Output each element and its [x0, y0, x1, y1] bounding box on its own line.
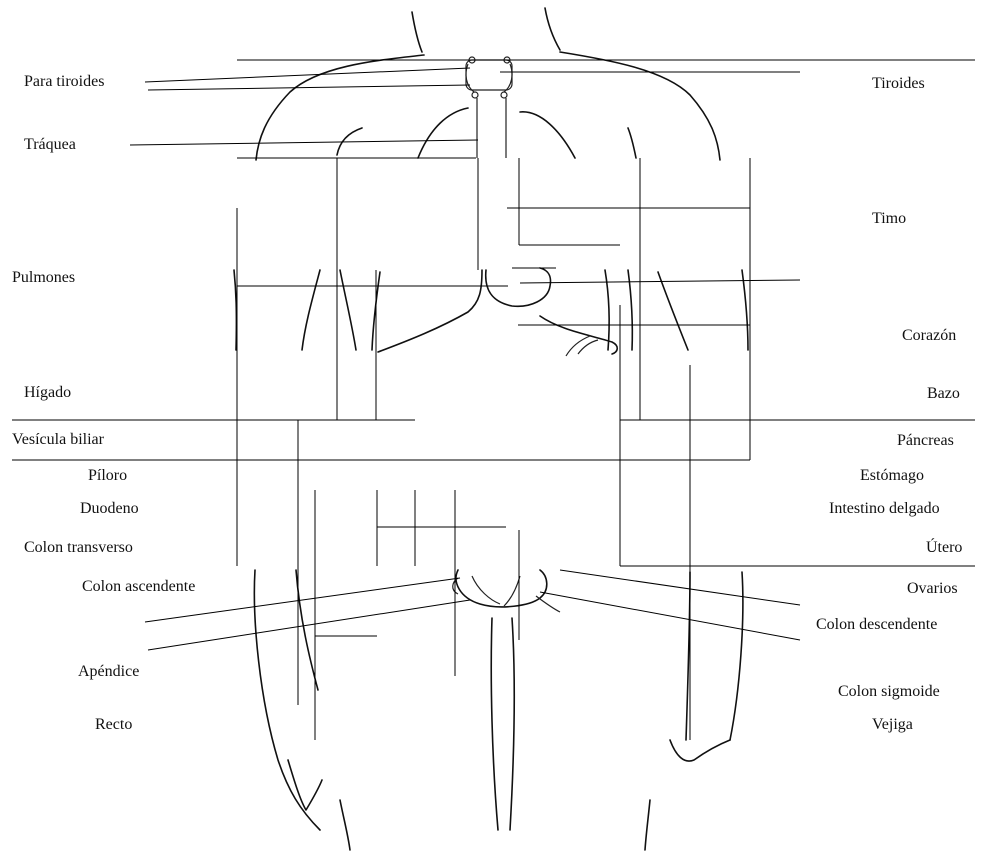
left-lung-top	[418, 108, 468, 158]
right-arm-mid	[742, 270, 748, 350]
label-apendice: Apéndice	[78, 663, 139, 681]
bottom-left-foot	[340, 800, 350, 850]
label-timo: Timo	[872, 210, 906, 228]
label-piloro: Píloro	[88, 467, 127, 485]
label-pancreas: Páncreas	[897, 432, 954, 450]
left-leg-outer	[254, 570, 320, 830]
right-torso-mid-3	[658, 272, 688, 350]
thyroid-shape	[466, 60, 512, 90]
right-chest-curve	[628, 128, 636, 158]
label-bazo: Bazo	[927, 385, 960, 403]
right-lung-top	[520, 112, 575, 158]
label-ovarios: Ovarios	[907, 580, 958, 598]
label-traquea: Tráquea	[24, 136, 76, 154]
neck-left-outline	[412, 12, 422, 52]
left-torso-mid-2	[340, 270, 356, 350]
label-tiroides: Tiroides	[872, 75, 925, 93]
heart-lower	[540, 316, 617, 354]
label-pulmones: Pulmones	[12, 269, 75, 287]
parathyroid-dot-3	[472, 92, 478, 98]
uterus-inner	[472, 576, 520, 606]
center-leg-right	[510, 618, 514, 830]
label-colon-transverso: Colon transverso	[24, 539, 133, 557]
label-colon-ascendente: Colon ascendente	[82, 578, 195, 596]
leader-lines	[12, 60, 975, 740]
right-leg-inner	[686, 572, 690, 740]
left-hand	[288, 760, 322, 810]
label-utero: Útero	[926, 539, 962, 557]
label-recto: Recto	[95, 716, 132, 734]
center-leg-left	[491, 618, 498, 830]
label-vejiga: Vejiga	[872, 716, 913, 734]
label-vesicula-biliar: Vesícula biliar	[12, 431, 104, 449]
parathyroid-dot-4	[501, 92, 507, 98]
label-colon-descendente: Colon descendente	[816, 616, 937, 634]
heart-vessels	[566, 336, 598, 356]
label-higado: Hígado	[24, 384, 71, 402]
label-intestino-delgado: Intestino delgado	[829, 500, 940, 518]
uterus-outline	[456, 570, 547, 607]
heart-outline	[486, 268, 551, 306]
label-estomago: Estómago	[860, 467, 924, 485]
bottom-right-foot	[645, 800, 650, 850]
left-arm-mid	[234, 270, 236, 350]
diaphragm-left	[378, 270, 482, 352]
ovary-right	[536, 596, 560, 612]
right-shoulder-arm-outline	[560, 52, 720, 160]
right-leg-outer	[730, 572, 743, 740]
neck-right-outline	[545, 8, 560, 50]
label-para-tiroides: Para tiroides	[24, 73, 104, 91]
right-hand	[670, 740, 730, 761]
label-colon-sigmoide: Colon sigmoide	[838, 683, 940, 701]
left-torso-mid-1	[302, 270, 320, 350]
label-duodeno: Duodeno	[80, 500, 139, 518]
label-corazon: Corazón	[902, 327, 956, 345]
